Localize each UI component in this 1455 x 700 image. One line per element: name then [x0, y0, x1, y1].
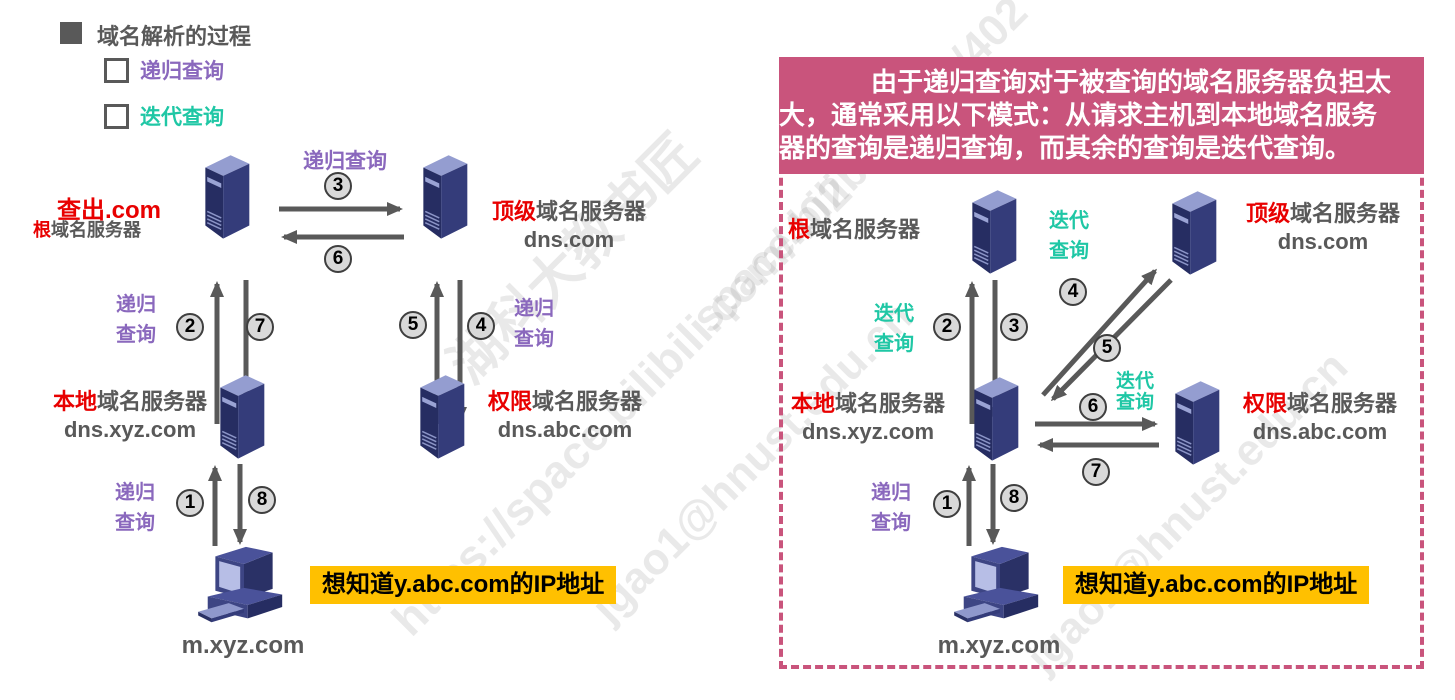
- right-step-2: 2: [933, 313, 961, 341]
- left-step-1: 1: [176, 489, 204, 517]
- left-root-server-label: 根域名服务器: [33, 216, 141, 242]
- right-local-name: 本地域名服务器: [790, 391, 946, 416]
- left-host-computer-icon: [197, 546, 283, 623]
- legend-checkbox-iterative: [104, 104, 129, 129]
- left-root-highlight: 根: [33, 220, 51, 240]
- left-step-2: 2: [176, 313, 204, 341]
- left-annotation: 查出.com: [57, 197, 162, 224]
- left-step-3: 3: [324, 172, 352, 200]
- left-step-4: 4: [467, 312, 495, 340]
- title-bullet-square: [60, 22, 82, 44]
- legend-checkbox-recursive: [104, 58, 129, 83]
- right-local-server-label: 本地域名服务器 dns.xyz.com: [791, 390, 945, 445]
- right-step-7: 7: [1082, 458, 1110, 486]
- left-auth-server-label: 权限域名服务器 dns.abc.com: [488, 388, 642, 443]
- note-line-2: 大，通常采用以下模式：从请求主机到本地域名服务: [779, 100, 1378, 130]
- left-auth-domain: dns.abc.com: [497, 416, 633, 442]
- right-step-5: 5: [1093, 334, 1121, 362]
- left-host-label: m.xyz.com: [181, 632, 305, 659]
- right-tld-name: 顶级域名服务器: [1245, 201, 1401, 226]
- left-tld-domain: dns.com: [523, 226, 615, 252]
- left-root-server-icon: [204, 154, 251, 240]
- right-query-banner: 想知道y.abc.com的IP地址: [1063, 566, 1370, 604]
- right-step-6: 6: [1079, 393, 1107, 421]
- right-host-label: m.xyz.com: [937, 632, 1061, 659]
- right-tld-domain: dns.com: [1277, 228, 1369, 254]
- page-title: 域名解析的过程: [97, 24, 252, 49]
- left-step-5: 5: [399, 311, 427, 339]
- left-tld-server-icon: [422, 154, 469, 240]
- left-local-name: 本地域名服务器: [52, 389, 208, 414]
- right-step-4: 4: [1059, 278, 1087, 306]
- left-local-server-label: 本地域名服务器 dns.xyz.com: [53, 388, 207, 443]
- mixed-mode-note: 由于递归查询对于被查询的域名服务器负担太 大，通常采用以下模式：从请求主机到本地…: [779, 57, 1424, 174]
- legend-iterative-label: 迭代查询: [140, 106, 224, 129]
- left-auth-name: 权限域名服务器: [487, 389, 643, 414]
- left-tld-name: 顶级域名服务器: [491, 199, 647, 224]
- note-line-1: 由于递归查询对于被查询的域名服务器负担太: [871, 67, 1392, 97]
- left-local-domain: dns.xyz.com: [63, 416, 197, 442]
- left-step-8: 8: [248, 486, 276, 514]
- right-iterative-stack-left: 迭代查询: [874, 303, 914, 355]
- right-step-8: 8: [1000, 484, 1028, 512]
- right-arrow-step4: [1041, 268, 1158, 397]
- left-recursive-stack-host: 递归查询: [115, 482, 155, 534]
- left-tld-server-label: 顶级域名服务器 dns.com: [492, 198, 646, 253]
- right-auth-name: 权限域名服务器: [1242, 391, 1398, 416]
- left-recursive-stack-auth: 递归查询: [514, 298, 554, 350]
- left-auth-server-icon: [419, 374, 466, 460]
- right-iterative-stack-root: 迭代查询: [1049, 210, 1089, 262]
- right-step-1: 1: [933, 490, 961, 518]
- left-local-server-icon: [219, 374, 266, 460]
- left-recursive-stack-root: 递归查询: [116, 294, 156, 346]
- right-root-highlight: 根: [788, 217, 811, 242]
- right-iterative-stack-auth: 迭代查询: [1115, 371, 1155, 413]
- left-step-6: 6: [324, 245, 352, 273]
- right-root-rest: 域名服务器: [810, 217, 921, 242]
- right-recursive-stack-host: 递归查询: [871, 482, 911, 534]
- left-root-rest: 域名服务器: [51, 220, 141, 240]
- left-step-7: 7: [246, 313, 274, 341]
- right-local-domain: dns.xyz.com: [801, 418, 935, 444]
- left-query-banner: 想知道y.abc.com的IP地址: [310, 566, 617, 604]
- legend-recursive-label: 递归查询: [140, 60, 224, 83]
- note-line-3: 器的查询是递归查询，而其余的查询是迭代查询。: [779, 133, 1352, 163]
- right-auth-domain: dns.abc.com: [1252, 418, 1388, 444]
- right-tld-server-label: 顶级域名服务器 dns.com: [1246, 200, 1400, 255]
- right-root-server-label: 根域名服务器: [788, 212, 920, 244]
- left-recursive-query-top: 递归查询: [303, 150, 387, 173]
- right-auth-server-label: 权限域名服务器 dns.abc.com: [1243, 390, 1397, 445]
- right-step-3: 3: [1000, 313, 1028, 341]
